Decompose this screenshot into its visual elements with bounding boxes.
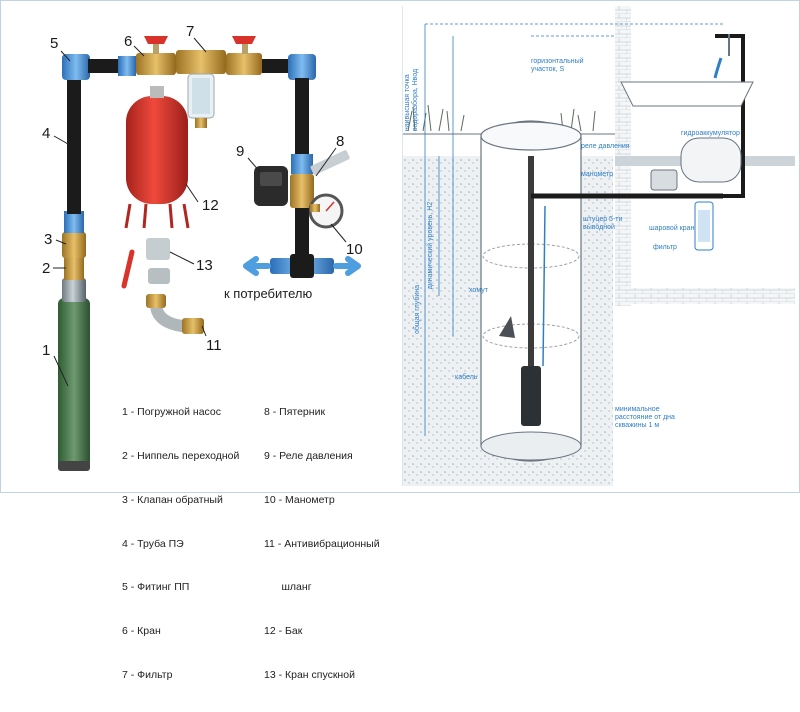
arrow-left <box>243 256 271 276</box>
components-illustration: 1 2 3 4 5 6 7 8 9 10 11 12 13 к потребит… <box>42 23 363 471</box>
label-cable: кабель <box>455 374 478 381</box>
components-diagram: 1 2 3 4 5 6 7 8 9 10 11 12 13 к потребит… <box>6 6 396 681</box>
accumulator <box>650 137 742 191</box>
manometer <box>308 193 344 229</box>
num-10: 10 <box>346 241 363 258</box>
ball-valve-6 <box>136 36 176 75</box>
num-1: 1 <box>42 342 50 359</box>
label-horizontal-section: горизонтальный участок, S <box>531 58 584 73</box>
check-valve <box>62 232 86 258</box>
pe-pipe-left <box>67 74 81 214</box>
label-pressure-relay: реле давления <box>581 143 630 150</box>
consumer-tee <box>270 254 334 278</box>
pp-elbow-right <box>288 54 316 80</box>
submersible-pump <box>58 278 90 471</box>
legend-item: 10 - Манометр <box>264 493 335 506</box>
arrow-right <box>333 256 361 276</box>
legend-item: шланг <box>264 581 312 594</box>
leader-lines <box>53 37 347 387</box>
legend-item: 9 - Реле давления <box>264 449 353 462</box>
label-min-distance: минимальное расстояние от дна скважины 1… <box>615 406 675 429</box>
num-9: 9 <box>236 143 244 160</box>
pp-elbow <box>62 54 90 80</box>
label-ball-valve: шаровой кран <box>649 225 695 232</box>
drain-valve <box>121 238 170 289</box>
label-accumulator: гидроаккумулятор <box>681 130 740 137</box>
pressure-relay <box>254 166 288 206</box>
legend-item: 4 - Труба ПЭ <box>122 537 184 550</box>
pe-pipe-right <box>295 78 309 158</box>
legend-item: 1 - Погружной насос <box>122 406 222 419</box>
anti-vibration-hose <box>146 294 204 334</box>
pp-fitting-bottom <box>64 211 84 233</box>
label-layer: горизонтальный участок, S наивысшая точк… <box>403 6 795 486</box>
label-total-depth: общая глубина <box>414 284 422 335</box>
num-2: 2 <box>42 260 50 277</box>
well-sketch <box>403 6 795 486</box>
label-manometer: манометр <box>581 171 614 178</box>
legend-column-1: 1 - Погружной насос 2 - Ниппель переходн… <box>122 376 262 712</box>
num-8: 8 <box>336 133 344 150</box>
sink <box>620 34 754 107</box>
legend-item: 6 - Кран <box>122 625 161 638</box>
num-6: 6 <box>124 33 132 50</box>
label-fitting: штуцер 5-ти выводной <box>583 216 623 231</box>
label-dynamic-level: динамический уровень, H2 <box>427 201 435 290</box>
legend-item: 2 - Ниппель переходной <box>122 449 240 462</box>
pump-cable <box>542 205 546 367</box>
num-3: 3 <box>44 231 52 248</box>
legend-column-2: 8 - Пятерник 9 - Реле давления 10 - Мано… <box>264 376 404 712</box>
legend-item: 13 - Кран спускной <box>264 668 355 681</box>
grass <box>407 104 596 132</box>
well-installation-diagram: горизонтальный участок, S наивысшая точк… <box>402 6 795 486</box>
legend-item: 3 - Клапан обратный <box>122 493 223 506</box>
num-11: 11 <box>206 337 222 354</box>
legend-item: 11 - Антивибрационный <box>264 537 380 550</box>
label-highest-point: наивысшая точка водоразбора, Hвод <box>404 68 420 132</box>
float <box>499 316 515 338</box>
label-cable-tie: хомут <box>469 287 488 294</box>
component-numbers: 1 2 3 4 5 6 7 8 9 10 11 12 13 <box>42 23 363 359</box>
num-7: 7 <box>186 23 194 40</box>
ball-valve-right <box>226 36 262 75</box>
legend-item: 8 - Пятерник <box>264 406 326 419</box>
legend-item: 12 - Бак <box>264 625 303 638</box>
label-filter: фильтр <box>653 244 677 251</box>
num-12: 12 <box>202 197 219 214</box>
num-13: 13 <box>196 257 213 274</box>
num-4: 4 <box>42 125 50 142</box>
consumer-label: к потребителю <box>224 286 312 301</box>
house-floor <box>615 288 795 304</box>
five-way-fitting <box>290 150 350 208</box>
legend-item: 7 - Фильтр <box>122 668 173 681</box>
legend-item: 5 - Фитинг ПП <box>122 581 190 594</box>
nipple <box>64 256 84 280</box>
filter-7 <box>176 50 226 128</box>
filter <box>694 201 714 251</box>
well-pump <box>521 366 541 426</box>
num-5: 5 <box>50 35 58 52</box>
expansion-tank <box>124 86 190 229</box>
dimension-lines <box>424 23 723 436</box>
